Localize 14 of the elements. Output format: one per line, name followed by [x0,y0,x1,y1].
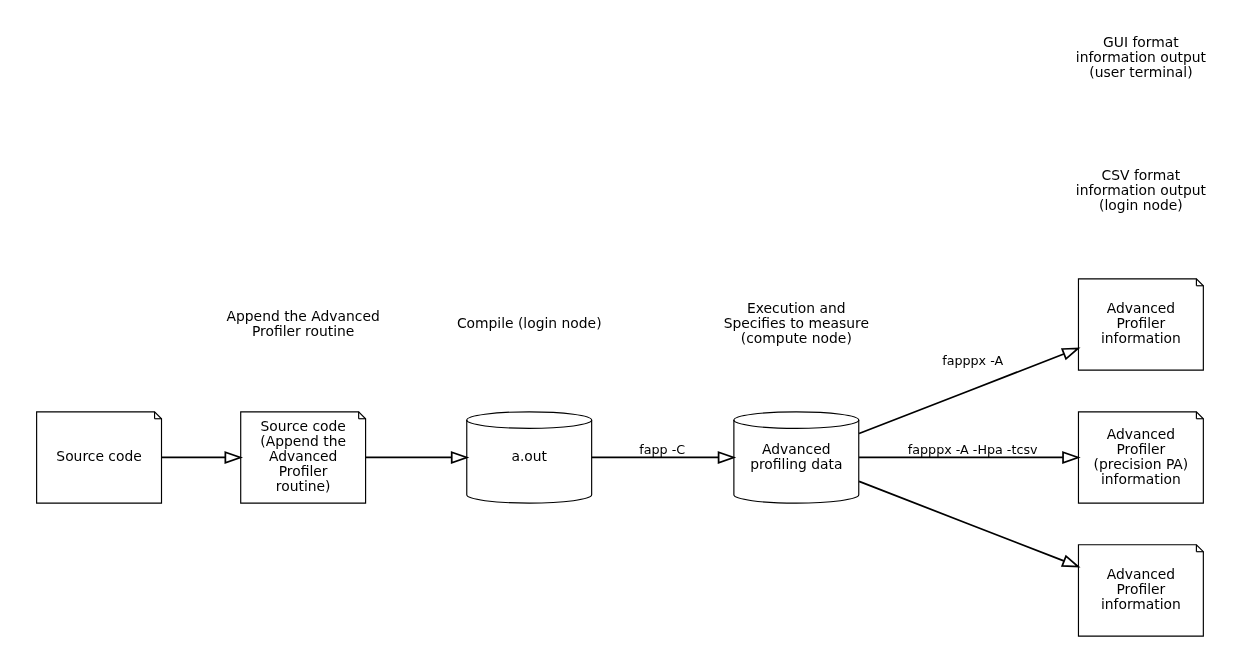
arrow [590,451,737,464]
label: Compile (login node) [456,315,602,332]
arrow [161,451,243,464]
edge-label: fapp -C [639,441,686,457]
label: CSV format information output (login node) [1075,167,1206,214]
label: Append the Advanced Profiler routine [226,307,380,339]
label: GUI format information output (user terminal) [1075,34,1206,81]
arrow [858,347,1081,435]
arrow [858,480,1081,568]
arrow [364,451,470,464]
arrow [858,451,1081,464]
edge-label: fapppx -A -Hpa -tcsv [907,441,1038,457]
edge-label: fapppx -A [942,352,1004,368]
label: Execution and Specifies to measure (compute node) [723,300,869,347]
